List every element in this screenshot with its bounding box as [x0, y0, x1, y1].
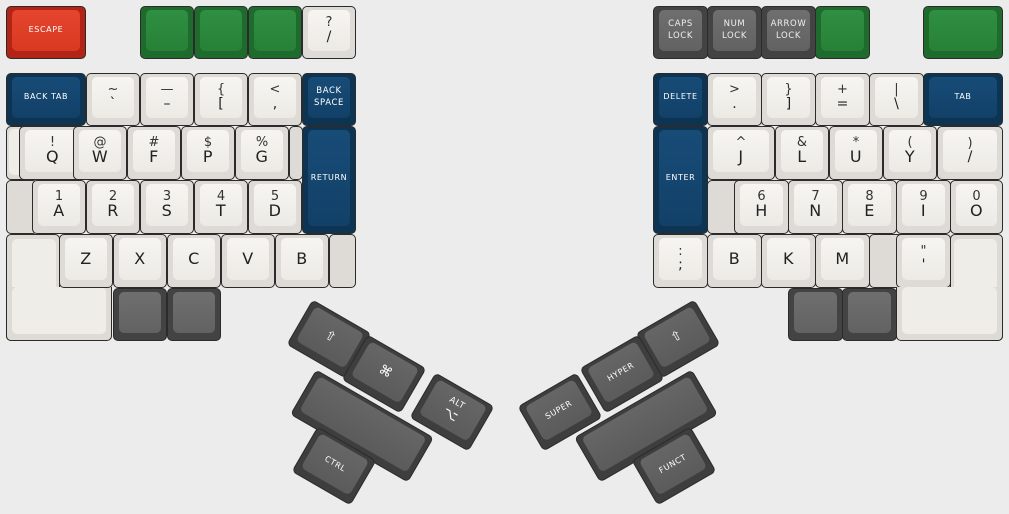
tilde-key[interactable]: ~` — [86, 73, 140, 126]
green-key-left-1[interactable] — [140, 6, 194, 59]
enter-key[interactable]: ENTER — [653, 126, 708, 234]
blank-key-left-row4-end[interactable] — [329, 234, 356, 288]
key-b-right[interactable]: B — [707, 234, 762, 288]
key-w[interactable]: @W — [73, 126, 127, 180]
shift-icon: ⇧ — [668, 327, 686, 347]
greater-than-key[interactable]: >. — [707, 73, 762, 126]
key-l[interactable]: &L — [775, 126, 829, 180]
command-icon: ⌘ — [375, 362, 395, 382]
brace-key[interactable]: {[ — [194, 73, 248, 126]
gray-key-right-1[interactable] — [788, 288, 843, 341]
back-tab-key[interactable]: BACK TAB — [6, 73, 86, 126]
green-key-right-1[interactable] — [815, 6, 870, 59]
key-y[interactable]: (Y — [883, 126, 937, 180]
green-key-left-3[interactable] — [248, 6, 302, 59]
key-p[interactable]: $P — [181, 126, 235, 180]
key-g[interactable]: %G — [235, 126, 289, 180]
right-brace-key[interactable]: }] — [761, 73, 816, 126]
shift-icon: ⇧ — [321, 327, 339, 347]
key-slash-right[interactable]: )/ — [937, 126, 1003, 180]
quote-key[interactable]: "' — [896, 234, 951, 288]
key-u[interactable]: *U — [829, 126, 883, 180]
key-m[interactable]: M — [815, 234, 870, 288]
key-v[interactable]: V — [221, 234, 275, 288]
left-shift-l-key-foot[interactable] — [6, 287, 112, 341]
gray-key-left-1[interactable] — [113, 288, 167, 341]
gray-key-left-2[interactable] — [167, 288, 221, 341]
dash-key[interactable]: —– — [140, 73, 194, 126]
key-f[interactable]: #F — [127, 126, 181, 180]
question-key[interactable]: ?/ — [302, 6, 356, 59]
key-z[interactable]: Z — [59, 234, 113, 288]
tab-key[interactable]: TAB — [923, 73, 1003, 126]
key-k[interactable]: K — [761, 234, 816, 288]
blank-key-left-row2-end[interactable] — [289, 126, 303, 180]
return-key[interactable]: RETURN — [302, 126, 356, 234]
green-key-left-2[interactable] — [194, 6, 248, 59]
escape-key[interactable]: ESCAPE — [6, 6, 86, 59]
gray-key-right-2[interactable] — [842, 288, 897, 341]
delete-key[interactable]: DELETE — [653, 73, 708, 126]
green-key-right-2[interactable] — [923, 6, 1003, 59]
key-c[interactable]: C — [167, 234, 221, 288]
less-than-key[interactable]: <, — [248, 73, 302, 126]
key-b-left[interactable]: B — [275, 234, 329, 288]
escape-label: ESCAPE — [28, 25, 64, 35]
plus-key[interactable]: += — [815, 73, 870, 126]
semicolon-key[interactable]: :; — [653, 234, 708, 288]
pipe-key[interactable]: |\ — [869, 73, 924, 126]
right-shift-l-key-foot[interactable] — [896, 287, 1003, 341]
key-x[interactable]: X — [113, 234, 167, 288]
key-j[interactable]: ^J — [707, 126, 775, 180]
